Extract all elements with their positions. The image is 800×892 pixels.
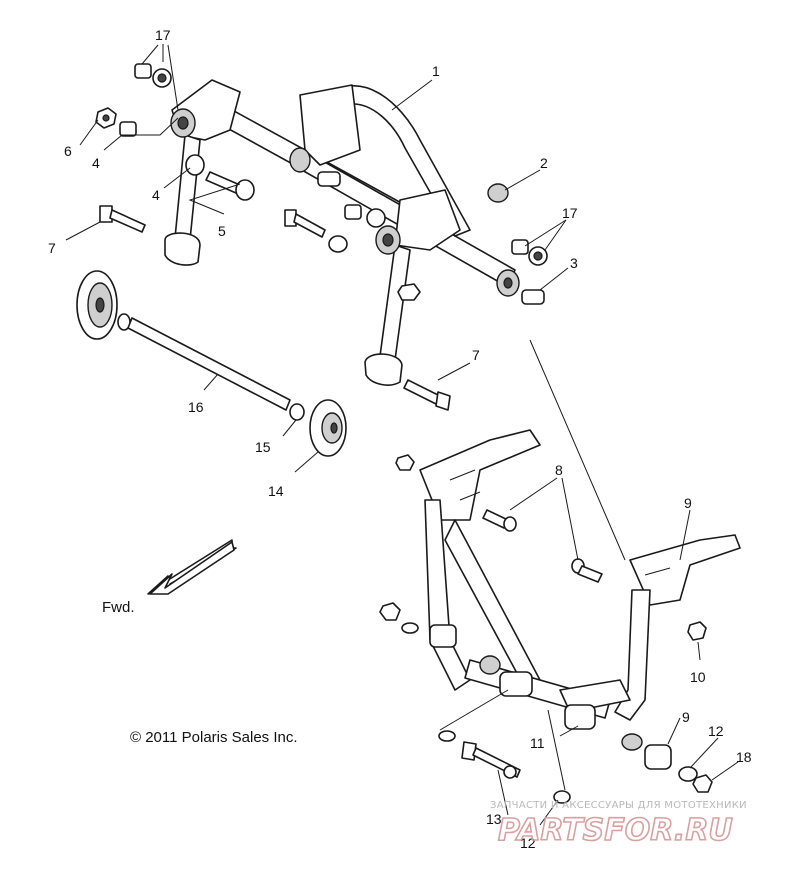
callout-9: 9 <box>684 495 692 511</box>
callout-4: 4 <box>152 187 160 203</box>
callout-10: 10 <box>690 669 706 685</box>
callout-8: 8 <box>555 462 563 478</box>
callout-labels: 17 1 2 17 3 6 4 4 5 7 7 16 15 14 8 9 10 … <box>48 27 752 851</box>
callout-7: 7 <box>48 240 56 256</box>
lower-frame <box>419 429 741 751</box>
callout-16: 16 <box>188 399 204 415</box>
callout-5: 5 <box>218 223 226 239</box>
callout-13: 13 <box>486 811 502 827</box>
callout-15: 15 <box>255 439 271 455</box>
callout-18: 18 <box>736 749 752 765</box>
callout-17: 17 <box>155 27 171 43</box>
callout-3: 3 <box>570 255 578 271</box>
forward-label: Fwd. <box>102 599 135 616</box>
idler-wheel-assembly <box>76 270 347 457</box>
callout-7: 7 <box>472 347 480 363</box>
callout-2: 2 <box>540 155 548 171</box>
callout-1: 1 <box>432 63 440 79</box>
callout-17: 17 <box>562 205 578 221</box>
watermark-tagline: ЗАПЧАСТИ И АКСЕССУАРЫ ДЛЯ МОТОТЕХНИКИ <box>490 800 747 811</box>
callout-9: 9 <box>682 709 690 725</box>
callout-12: 12 <box>520 835 536 851</box>
forward-arrow <box>147 539 237 595</box>
callout-4: 4 <box>92 155 100 171</box>
callout-11: 11 <box>530 735 545 751</box>
callout-12: 12 <box>708 723 724 739</box>
upper-hardware <box>95 63 548 411</box>
callout-14: 14 <box>268 483 284 499</box>
leader-lines <box>65 44 739 826</box>
copyright-notice: © 2011 Polaris Sales Inc. <box>130 729 298 746</box>
watermark-brand: PARTSFOR.RU <box>498 813 733 848</box>
callout-6: 6 <box>64 143 72 159</box>
